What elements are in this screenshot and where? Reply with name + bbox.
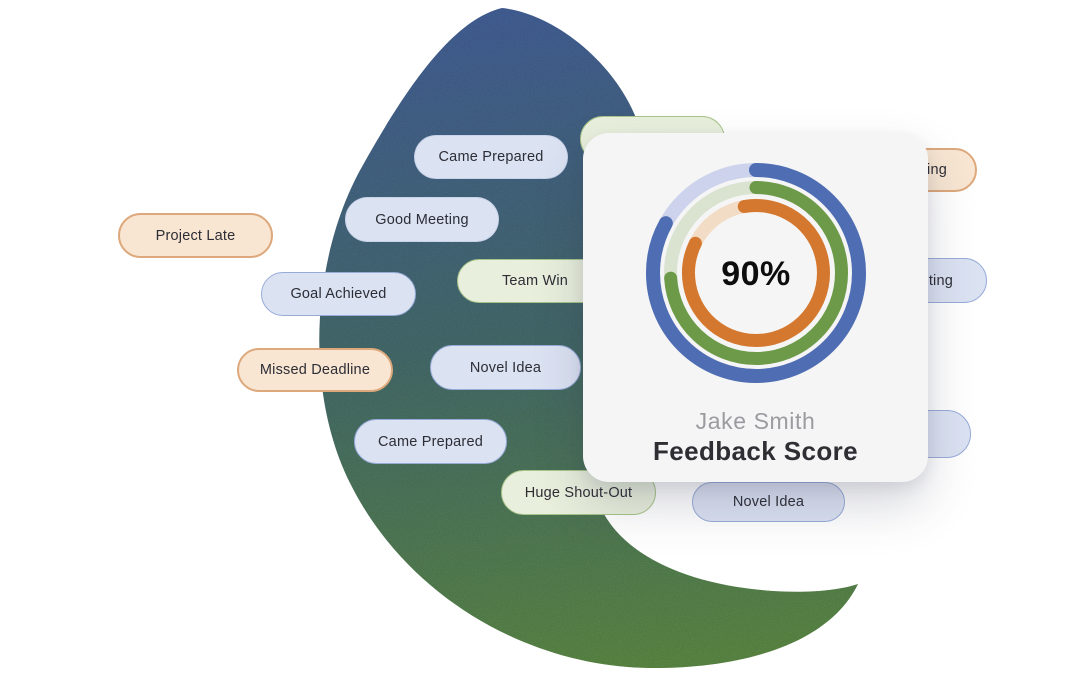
pill-label: Novel Idea [469,359,542,376]
feedback-pill: Good Meeting [345,197,499,242]
pill-label: Good Meeting [375,211,469,228]
feedback-pill: Novel Idea [430,345,581,390]
feedback-pill: Came Prepared [414,135,568,179]
pill-label: Novel Idea [732,494,805,510]
feedback-pill: Novel Idea [692,482,845,522]
pill-label: ing [927,162,947,178]
pill-label: Goal Achieved [290,286,387,302]
feedback-pill: Came Prepared [354,419,507,464]
feedback-pill: Project Late [118,213,273,258]
card-title: Feedback Score [652,436,859,466]
pill-label: Huge Shout-Out [524,484,633,501]
outer-blue-arc [646,163,866,383]
middle-green-arc [664,181,848,365]
score-rings [646,163,866,383]
pill-label: Team Win [501,273,569,289]
pill-label: Missed Deadline [259,362,371,378]
score-percentage: 90% [721,254,791,293]
inner-orange-arc [682,199,830,347]
feedback-pill: Goal Achieved [261,272,416,316]
feedback-pill: Missed Deadline [237,348,393,392]
feedback-score-card: 90% Jake Smith Feedback Score [583,133,928,482]
pill-label: Came Prepared [438,149,544,165]
person-name: Jake Smith [695,408,816,434]
pill-label: Project Late [155,227,236,244]
pill-label: Came Prepared [378,433,483,450]
pill-label: ting [928,272,953,289]
